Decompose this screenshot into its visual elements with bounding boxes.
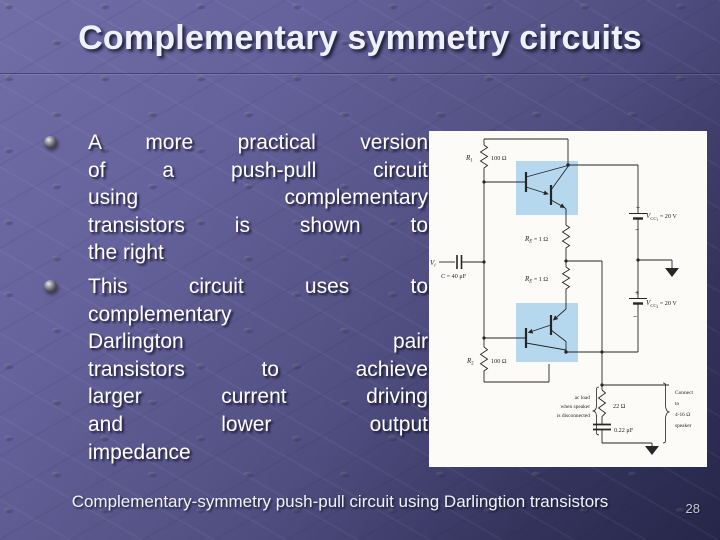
label-re2: RE= 1 Ω	[524, 275, 548, 285]
slide-caption: Complementary-symmetry push-pull circuit…	[71, 492, 609, 511]
bullet-text: A more practical version of a push-pull …	[88, 129, 428, 267]
bullet-line: the right	[88, 241, 164, 265]
label-r1: R1	[465, 154, 473, 164]
bullet-item: This circuit uses to complementary Darli…	[40, 273, 430, 466]
label-minus2: −	[633, 312, 637, 321]
label-connect: 4-16 Ω	[675, 412, 690, 418]
bullet-line: A more practical version	[88, 131, 428, 154]
bullet-line: of a push-pull circuit	[88, 158, 428, 182]
circuit-diagram: R1 100 Ω RE= 1 Ω RE= 1 Ω R2 100 Ω Vi C= …	[430, 138, 693, 455]
label-connect: Connect	[675, 390, 693, 396]
label-vcc1: VCC1= 20 V	[646, 212, 677, 222]
bullet-text: This circuit uses to complementary Darli…	[88, 273, 428, 466]
label-vcc2: VCC2= 20 V	[646, 299, 677, 309]
speaker-brace	[662, 382, 670, 444]
bullet-item: A more practical version of a push-pull …	[40, 129, 430, 267]
label-ac-load: ac load	[575, 395, 591, 401]
label-plus1: +	[636, 203, 640, 212]
circuit-labels: R1 100 Ω RE= 1 Ω RE= 1 Ω R2 100 Ω Vi C= …	[430, 154, 693, 434]
bullet-line: complementary	[88, 302, 232, 326]
sphere-bullet-icon	[44, 136, 57, 149]
label-ac-load: when speaker	[561, 404, 591, 410]
label-re1: RE= 1 Ω	[524, 235, 548, 245]
ac-load-brace	[592, 386, 600, 436]
label-vi: Vi	[430, 259, 436, 269]
circuit-figure: R1 100 Ω RE= 1 Ω RE= 1 Ω R2 100 Ω Vi C= …	[429, 131, 707, 467]
label-r-load: 22 Ω	[613, 403, 626, 410]
ground-icon	[645, 446, 659, 455]
label-minus1: −	[635, 225, 639, 234]
bullet-line: impedance	[88, 440, 191, 464]
bullet-line: transistors to achieve	[88, 357, 428, 381]
label-r2: R2	[466, 357, 474, 367]
bullet-line: transistors is shown to	[88, 213, 428, 237]
page-number: 28	[685, 501, 700, 516]
label-c-load: 0.22 μF	[614, 427, 634, 434]
ground-icon	[665, 268, 679, 277]
label-cap-in: C= 40 μF	[441, 273, 467, 280]
bullet-line: Darlington pair	[88, 330, 428, 354]
bullet-line: and lower output	[88, 412, 428, 436]
sphere-bullet-icon	[44, 279, 57, 293]
label-r1-value: 100 Ω	[491, 155, 507, 162]
bullet-list: A more practical version of a push-pull …	[40, 129, 430, 466]
bullet-line: This circuit uses to	[88, 274, 428, 298]
label-plus2: +	[635, 288, 639, 297]
label-r2-value: 100 Ω	[491, 358, 507, 365]
circuit-wires	[439, 138, 673, 446]
label-connect: speaker	[675, 423, 692, 429]
circuit-nodes	[482, 163, 679, 455]
bullet-line: larger current driving	[88, 385, 428, 409]
label-ac-load: is disconnected	[557, 413, 590, 419]
label-connect: to	[675, 401, 679, 407]
slide-title: Complementary symmetry circuits	[78, 19, 642, 57]
title-divider	[0, 73, 720, 75]
bullet-line: using complementary	[88, 186, 428, 210]
